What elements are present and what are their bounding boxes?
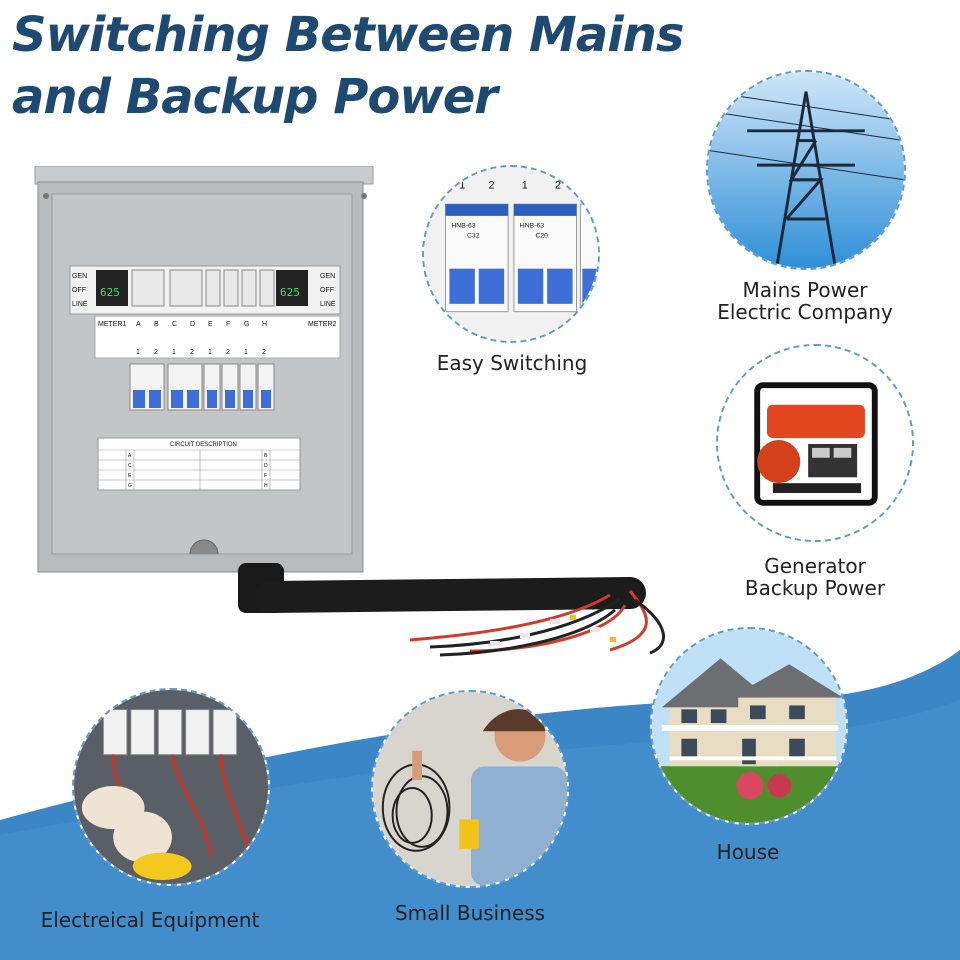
circuit-row-d: D (264, 463, 268, 469)
circuit-row-e: E (128, 473, 132, 479)
left-label-gen: GEN (72, 273, 87, 280)
circuit-row-f: F (264, 473, 267, 479)
number-2a: 2 (154, 349, 158, 356)
closeup-model-1: HNB-63 (451, 223, 475, 230)
meter2-reading: 625 (280, 286, 300, 299)
mains-power-title: Mains Power (742, 278, 868, 302)
meter1-label: METER1 (98, 321, 127, 328)
circuit-row-b: B (264, 453, 268, 459)
closeup-model-2: HNB-63 (520, 223, 544, 230)
mains-power-label: Mains Power Electric Company (700, 279, 910, 323)
number-1c: 1 (208, 349, 212, 356)
closeup-number-1a: 1 (459, 180, 465, 192)
closeup-number-2b: 2 (555, 180, 561, 192)
electrical-equipment-label: Electreical Equipment (40, 908, 260, 932)
generator-circle (716, 344, 914, 542)
letter-d: D (190, 321, 195, 328)
number-1d: 1 (244, 349, 248, 356)
circuit-row-g: G (128, 483, 132, 489)
circuit-row-c: C (128, 463, 132, 469)
circuit-row-h: H (264, 483, 268, 489)
small-business-circle (371, 690, 569, 888)
number-1b: 1 (172, 349, 176, 356)
closeup-number-1b: 1 (522, 180, 528, 192)
mains-power-circle (706, 70, 906, 270)
left-label-off: OFF (72, 287, 86, 294)
meter1-reading: 625 (100, 286, 120, 299)
closeup-number-2a: 2 (489, 180, 495, 192)
number-1a: 1 (136, 349, 140, 356)
right-label-off: OFF (320, 287, 334, 294)
letter-c: C (172, 321, 177, 328)
circuit-description-title: CIRCUIT DESCRIPTION (170, 442, 237, 448)
mains-power-subtitle: Electric Company (717, 300, 893, 324)
cable-bundle (238, 563, 665, 657)
number-2b: 2 (190, 349, 194, 356)
meter2-label: METER2 (308, 321, 337, 328)
easy-switching-label: Easy Switching (436, 351, 588, 375)
letter-f: F (226, 321, 230, 328)
letter-g: G (244, 321, 249, 328)
generator-subtitle: Backup Power (744, 576, 886, 600)
left-label-line: LINE (72, 301, 88, 308)
house-circle (650, 627, 848, 825)
closeup-rating-2: C20 (535, 232, 548, 239)
right-label-line: LINE (320, 301, 336, 308)
letter-e: E (208, 321, 213, 328)
generator-title: Generator (764, 554, 866, 578)
closeup-rating-1: C32 (467, 232, 480, 239)
small-business-label: Small Business (394, 901, 546, 925)
generator-label: Generator Backup Power (705, 555, 925, 599)
page-title: Switching Between Mains and Backup Power (12, 7, 684, 125)
number-2d: 2 (262, 349, 266, 356)
transfer-switch-panel: GEN OFF LINE GEN OFF LINE 625 625 METER1… (30, 165, 375, 576)
house-label: House (716, 840, 780, 864)
letter-h: H (262, 321, 267, 328)
number-2c: 2 (226, 349, 230, 356)
electrical-equipment-circle (72, 688, 270, 886)
right-label-gen: GEN (320, 273, 335, 280)
letter-b: B (154, 321, 159, 328)
circuit-row-a: A (128, 453, 132, 459)
breaker-closeup-circle: 1 2 1 2 HNB-63 C32 HNB-63 C20 (422, 165, 600, 343)
letter-a: A (136, 321, 141, 328)
